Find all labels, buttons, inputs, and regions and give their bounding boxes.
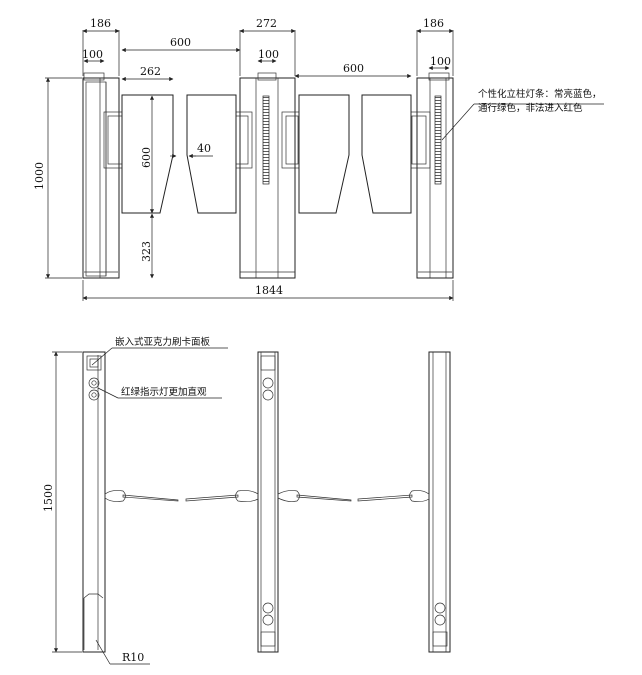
dim-wing-bottom-offset: 323	[140, 241, 153, 262]
indicator-light-icon	[434, 602, 446, 614]
indicator-light-icon	[88, 389, 100, 401]
card-reader-icon	[86, 355, 102, 371]
center-post	[231, 72, 303, 279]
dim-passage-left: 600	[170, 36, 191, 49]
left-post	[82, 72, 127, 279]
dim-post-width-right: 186	[423, 17, 444, 30]
dim-wing-width: 262	[140, 65, 161, 78]
dim-total-width: 1844	[255, 284, 283, 297]
wing-right-1	[298, 94, 350, 214]
dim-radius: R10	[122, 651, 144, 664]
indicator-light-icon	[262, 389, 274, 401]
indicator-light-icon	[262, 377, 274, 389]
front-view: 186 100 600 262 272 100 600 186 100	[33, 17, 604, 301]
annotation-light-line2: 通行绿色，非法进入红色	[478, 102, 583, 114]
dim-length: 1500	[42, 484, 55, 512]
wing-left-1	[121, 94, 174, 214]
card-reader-icon	[260, 355, 276, 371]
top-view: 1500 嵌入式亚克力刷卡面板 红绿指示灯更加直观 R10	[42, 336, 451, 665]
card-reader-icon	[260, 631, 276, 647]
wing-right-2	[361, 94, 412, 214]
dim-post-inner-center: 100	[258, 48, 279, 61]
wing-left-2	[186, 94, 237, 214]
indicator-light-icon	[88, 377, 100, 389]
right-post	[407, 72, 454, 279]
dim-total-height: 1000	[33, 162, 46, 190]
indicator-light-icon	[262, 602, 274, 614]
dim-post-width-left: 186	[90, 17, 111, 30]
dim-post-inner-left: 100	[82, 48, 103, 61]
light-strip-icon	[262, 95, 270, 185]
annotation-indicator: 红绿指示灯更加直观	[121, 386, 207, 398]
dim-post-inner-right: 100	[430, 55, 451, 68]
top-right-post	[428, 351, 451, 653]
card-reader-icon	[432, 631, 448, 647]
annotation-card-panel: 嵌入式亚克力刷卡面板	[115, 336, 211, 348]
indicator-light-icon	[434, 614, 446, 626]
top-wings	[104, 490, 430, 503]
dim-post-width-center: 272	[256, 17, 277, 30]
top-left-post	[82, 351, 106, 653]
light-strip-icon	[434, 95, 442, 185]
annotation-light-line1: 个性化立柱灯条：常亮蓝色，	[478, 88, 602, 100]
top-center-post	[257, 351, 279, 653]
dim-wing-gap: 40	[197, 142, 211, 155]
dim-wing-height: 600	[140, 147, 153, 168]
dim-passage-right: 600	[343, 62, 364, 75]
indicator-light-icon	[262, 614, 274, 626]
